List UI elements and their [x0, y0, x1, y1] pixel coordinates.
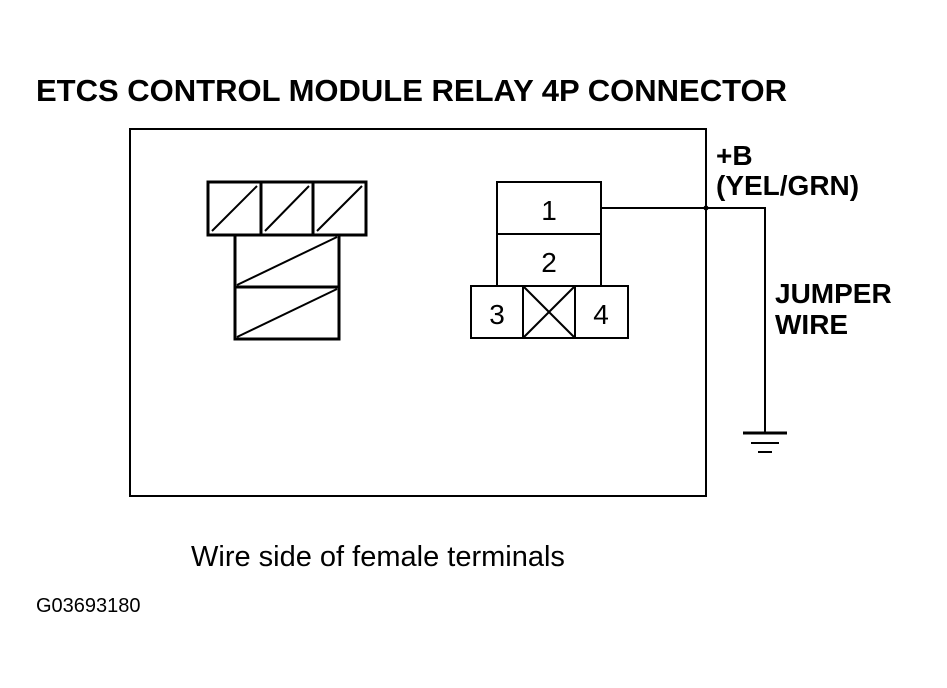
figure-code: G03693180: [36, 595, 141, 617]
jumper-wire: [601, 205, 766, 432]
jumper-label-line1: JUMPER: [775, 278, 892, 309]
ground-icon: [743, 431, 787, 453]
diagram-title: ETCS CONTROL MODULE RELAY 4P CONNECTOR: [36, 73, 787, 108]
wire-junction-dot: [703, 205, 709, 211]
terminal-4-label: 4: [593, 299, 609, 330]
connector-outline: [129, 128, 707, 497]
terminal-row-lower: [470, 285, 629, 339]
terminal-3-label: 3: [489, 299, 505, 330]
terminal-2-label: 2: [541, 247, 557, 278]
relay-4p-connector: 1 2 3 4: [470, 181, 629, 339]
jumper-label-line2: WIRE: [775, 309, 848, 340]
unused-cavity-x-icon: [522, 285, 576, 339]
wire-color-label: (YEL/GRN): [716, 170, 859, 201]
diagram-caption: Wire side of female terminals: [191, 541, 565, 573]
power-supply-label: +B: [716, 140, 753, 171]
mating-connector-symbol: [206, 180, 368, 341]
terminal-1-label: 1: [541, 195, 557, 226]
